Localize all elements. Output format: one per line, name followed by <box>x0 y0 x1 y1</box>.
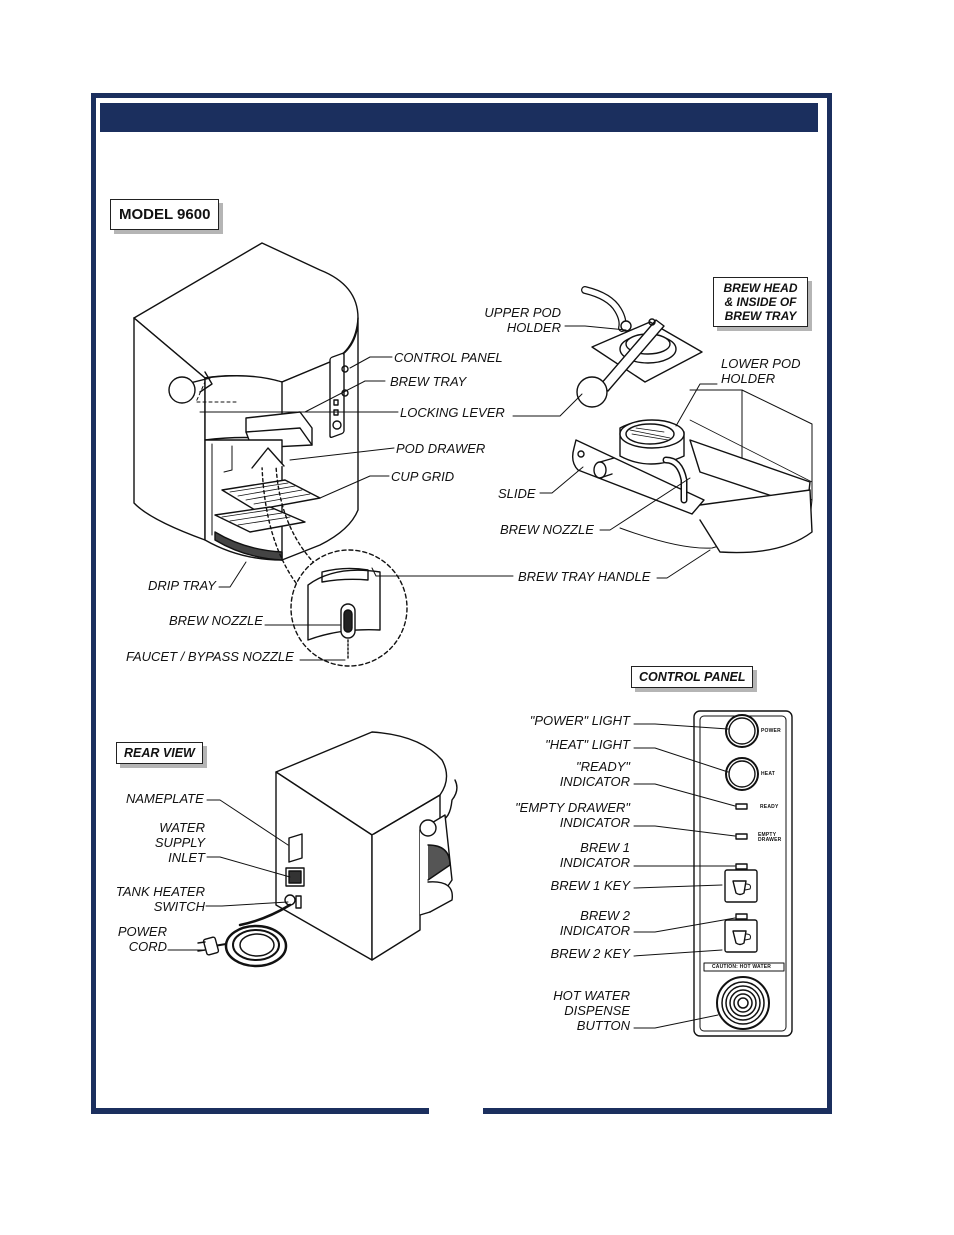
label-brew-tray: BREW TRAY <box>390 374 467 389</box>
label-ready-indicator: "READY" INDICATOR <box>480 759 630 789</box>
label-slide: SLIDE <box>498 486 536 501</box>
label-control-panel: CONTROL PANEL <box>394 350 503 365</box>
page-frame <box>91 93 832 1114</box>
model-tag: MODEL 9600 <box>110 199 220 230</box>
label-brew1-ind-line-1: BREW 1 <box>580 840 630 855</box>
panel-print-empty: EMPTY <box>758 832 777 838</box>
control-panel-drawing <box>693 710 793 1037</box>
label-brew2-indicator: BREW 2 INDICATOR <box>480 908 630 938</box>
brew-head-tag: BREW HEAD & INSIDE OF BREW TRAY <box>713 277 808 327</box>
panel-print-drawer: DRAWER <box>758 837 782 843</box>
label-hot-water-line-3: BUTTON <box>576 1018 630 1033</box>
frame-bottom-left <box>91 1108 429 1114</box>
label-brew-tray-handle: BREW TRAY HANDLE <box>518 569 651 584</box>
label-brew1-key: BREW 1 KEY <box>550 878 630 893</box>
rear-machine-drawing <box>197 731 458 968</box>
label-lower-pod-holder-line-2: HOLDER <box>721 371 776 386</box>
label-pod-drawer: POD DRAWER <box>396 441 486 456</box>
label-power-cord-line-1: POWER <box>117 924 167 939</box>
label-empty-drawer-line-2: INDICATOR <box>559 815 630 830</box>
label-brew1-indicator: BREW 1 INDICATOR <box>480 840 630 870</box>
label-hot-water-line-1: HOT WATER <box>553 988 630 1003</box>
label-water-line-1: WATER <box>159 820 205 835</box>
control-panel-tag: CONTROL PANEL <box>631 666 754 688</box>
section-title-bar <box>100 103 818 132</box>
panel-print-power: POWER <box>761 728 781 734</box>
label-tank-heater-line-2: SWITCH <box>153 899 205 914</box>
label-power-light: "POWER" LIGHT <box>529 713 630 728</box>
label-empty-drawer-line-1: "EMPTY DRAWER" <box>515 800 630 815</box>
label-power-cord-line-2: CORD <box>128 939 167 954</box>
frame-bottom-right <box>483 1108 832 1114</box>
brew-head-tag-line-2: & INSIDE OF <box>724 295 797 309</box>
label-brew1-ind-line-2: INDICATOR <box>559 855 630 870</box>
label-faucet-bypass: FAUCET / BYPASS NOZZLE <box>126 649 294 664</box>
label-brew2-ind-line-2: INDICATOR <box>559 923 630 938</box>
label-upper-pod-holder-line-2: HOLDER <box>506 320 561 335</box>
panel-print-hot-water: CAUTION: HOT WATER <box>712 964 772 970</box>
label-brew2-ind-line-1: BREW 2 <box>580 908 630 923</box>
label-locking-lever: LOCKING LEVER <box>400 405 505 420</box>
label-ready-line-2: INDICATOR <box>559 774 630 789</box>
rear-leader-lines <box>167 799 291 951</box>
brew-head-leader-lines <box>512 325 718 579</box>
rear-view-tag: REAR VIEW <box>116 742 203 764</box>
label-brew-nozzle-front: BREW NOZZLE <box>169 613 263 628</box>
label-empty-drawer-indicator: "EMPTY DRAWER" INDICATOR <box>480 800 630 830</box>
panel-print-ready: READY <box>760 804 779 810</box>
front-machine-drawing <box>133 242 408 667</box>
label-upper-pod-holder: UPPER POD HOLDER <box>470 305 561 335</box>
label-lower-pod-holder-line-1: LOWER POD <box>721 356 801 371</box>
label-tank-heater-switch: TANK HEATER SWITCH <box>110 884 205 914</box>
front-leader-lines <box>199 356 514 661</box>
label-heat-light: "HEAT" LIGHT <box>545 737 630 752</box>
label-tank-heater-line-1: TANK HEATER <box>115 884 205 899</box>
control-panel-leader-lines <box>633 723 736 1029</box>
label-water-line-2: SUPPLY <box>154 835 205 850</box>
label-brew2-key: BREW 2 KEY <box>550 946 630 961</box>
label-water-line-3: INLET <box>168 850 205 865</box>
brew-head-tag-line-1: BREW HEAD <box>723 281 798 295</box>
label-drip-tray: DRIP TRAY <box>148 578 216 593</box>
label-power-cord: POWER CORD <box>110 924 167 954</box>
label-upper-pod-holder-line-1: UPPER POD <box>484 305 561 320</box>
label-hot-water-button: HOT WATER DISPENSE BUTTON <box>480 988 630 1033</box>
label-water-supply-inlet: WATER SUPPLY INLET <box>130 820 205 865</box>
label-cup-grid: CUP GRID <box>391 469 455 484</box>
brew-head-tag-line-3: BREW TRAY <box>724 309 797 323</box>
label-ready-line-1: "READY" <box>575 759 630 774</box>
panel-print-heat: HEAT <box>761 771 776 777</box>
label-lower-pod-holder: LOWER POD HOLDER <box>721 356 800 386</box>
label-nameplate: NAMEPLATE <box>126 791 204 806</box>
panel-print-empty-drawer: EMPTY DRAWER <box>758 833 781 843</box>
label-brew-nozzle-head: BREW NOZZLE <box>500 522 594 537</box>
label-hot-water-line-2: DISPENSE <box>564 1003 630 1018</box>
brew-head-drawing <box>571 286 813 554</box>
